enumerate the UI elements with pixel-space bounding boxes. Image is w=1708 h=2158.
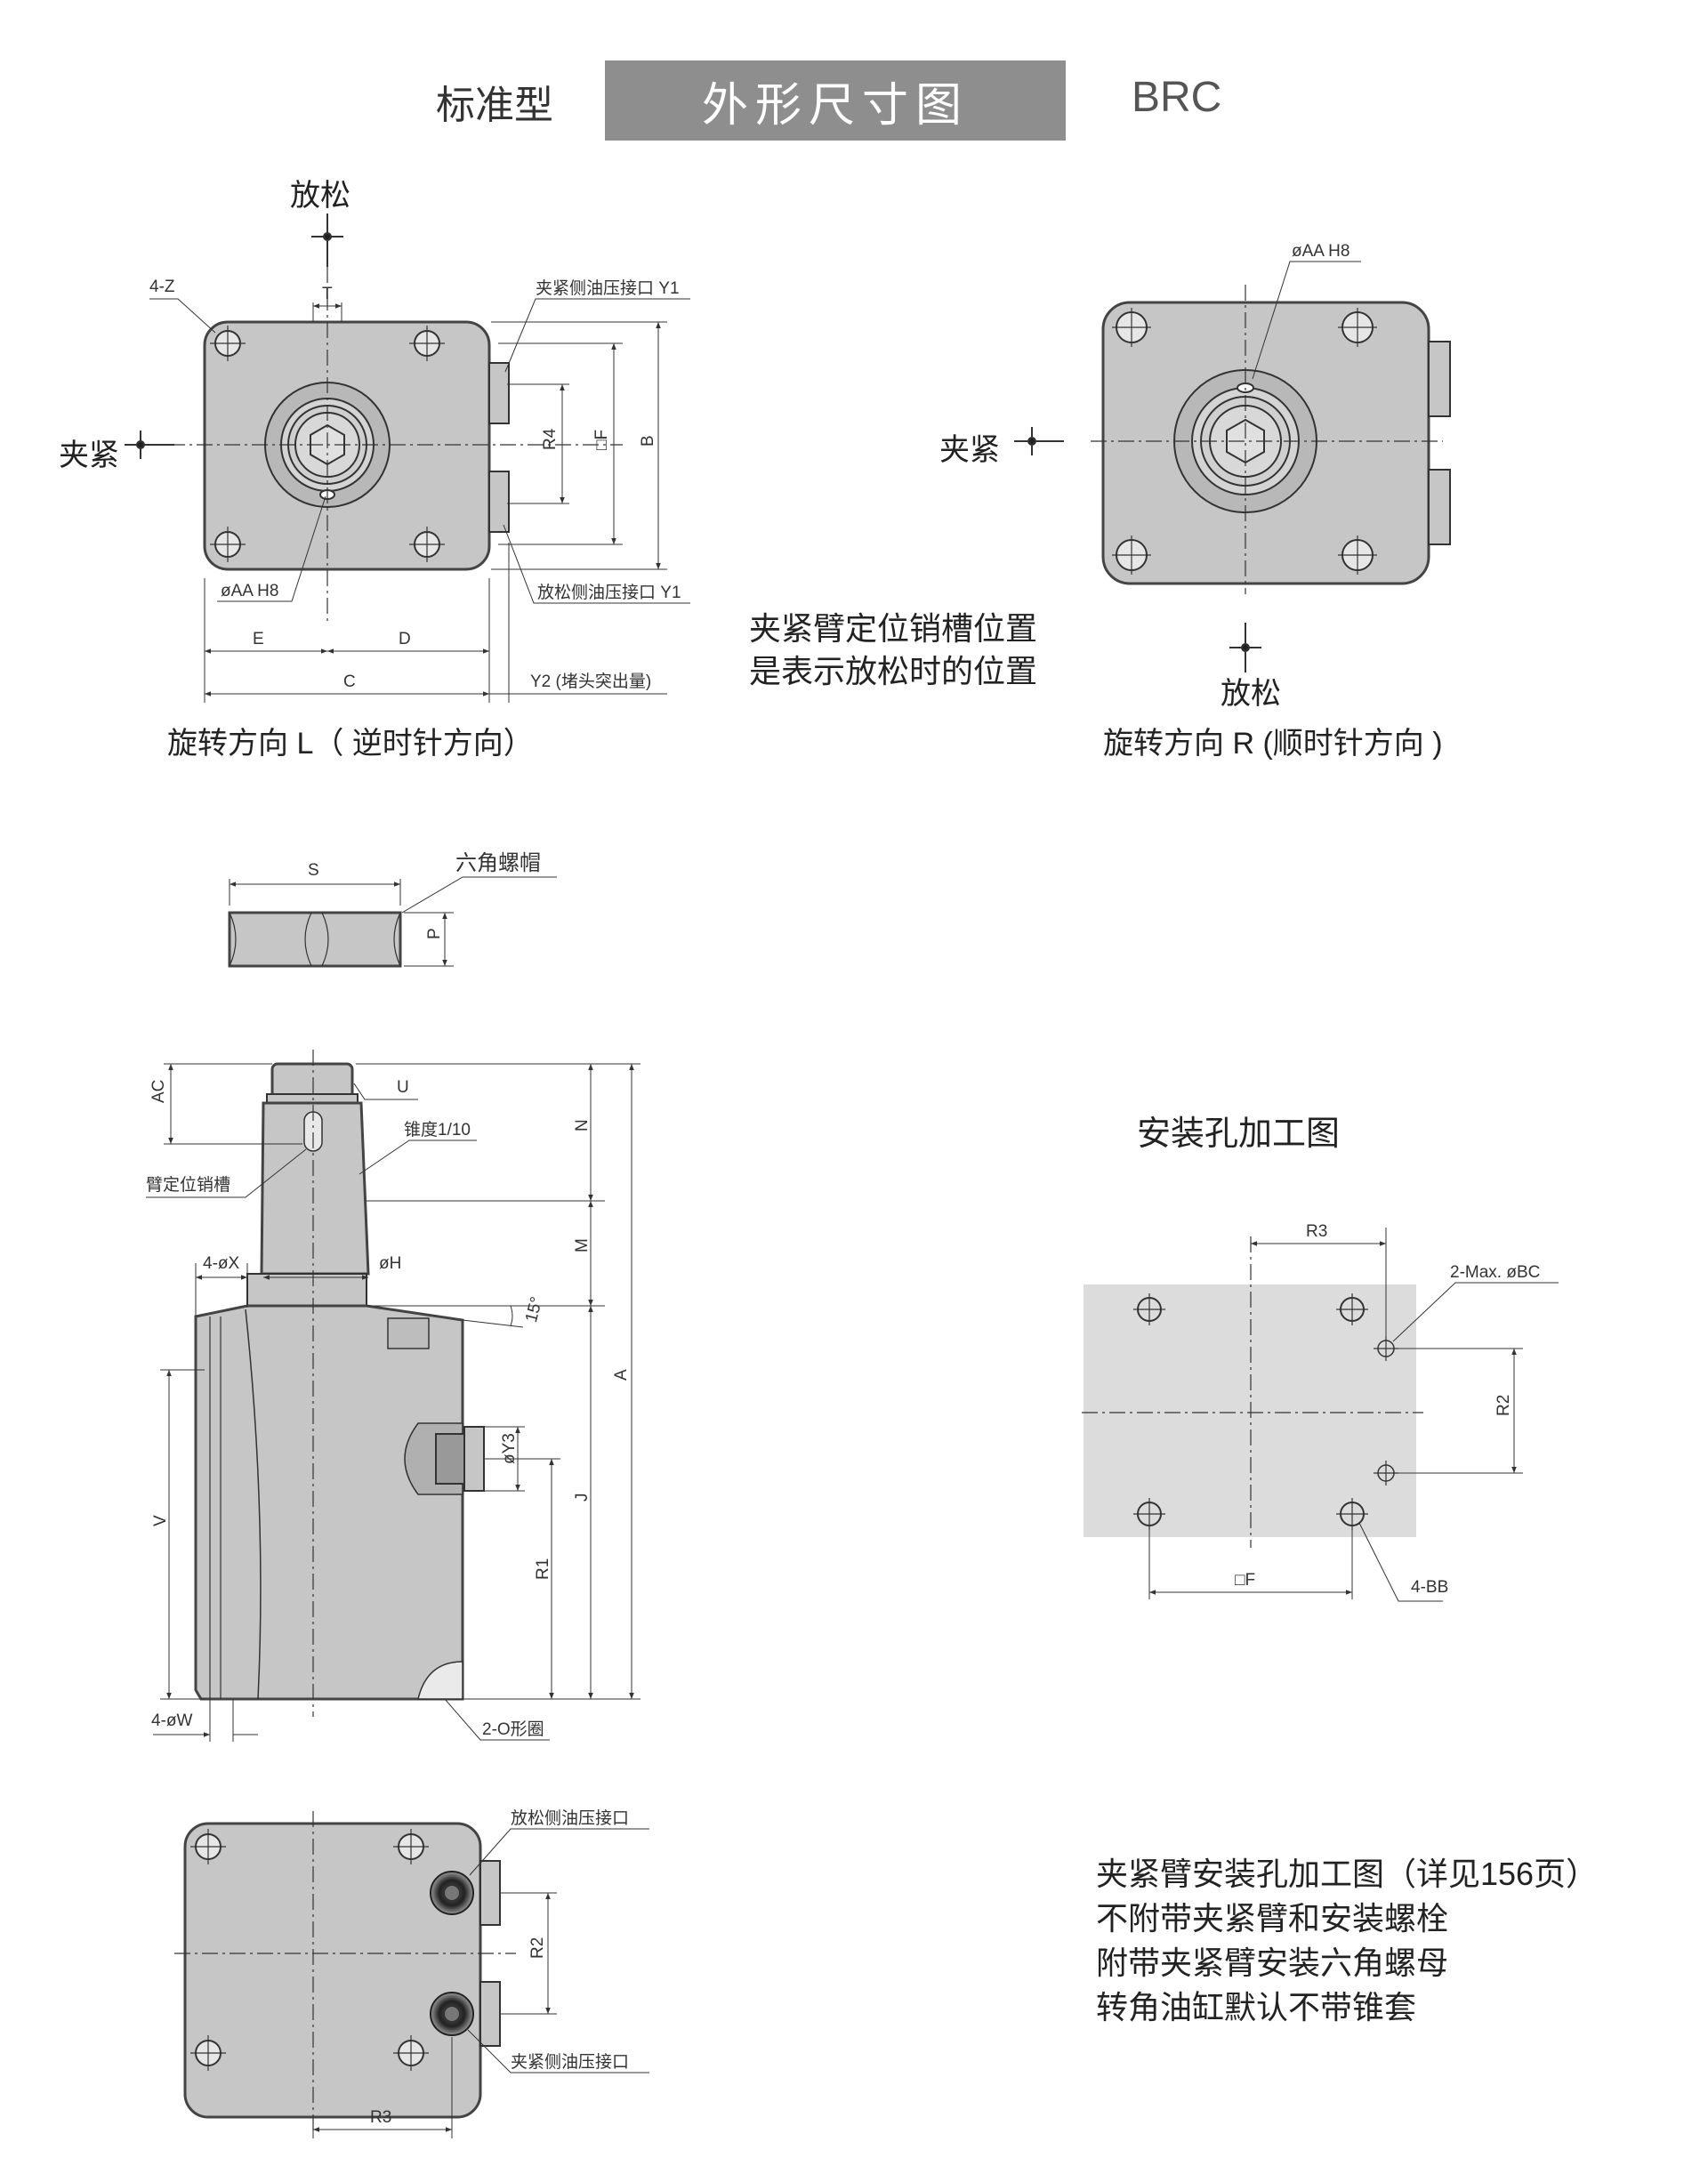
label-aa: øAA H8 [221, 582, 278, 600]
label-r4: R4 [541, 428, 560, 450]
top-left-view [125, 213, 690, 703]
label-e: E [253, 630, 264, 648]
top-right-label-aa: øAA H8 [1292, 242, 1349, 261]
side-label-j: J [573, 1494, 592, 1502]
bottom-label-r2: R2 [528, 1937, 547, 1959]
label-c: C [343, 672, 356, 691]
side-label-deg: 15° [522, 1295, 547, 1325]
side-label-x: 4-øX [203, 1254, 240, 1273]
mount-label-f: □F [1235, 1571, 1255, 1590]
side-label-ac: AC [149, 1080, 168, 1103]
side-label-a: A [612, 1369, 631, 1381]
side-label-oring: 2-O形圈 [482, 1719, 544, 1739]
nut-label: 六角螺帽 [455, 851, 541, 875]
hex-nut [228, 876, 557, 968]
top-right-release-label: 放松 [1221, 677, 1281, 711]
pin-note-line-2: 是表示放松时的位置 [749, 653, 1038, 689]
bottom-label-r3: R3 [370, 2108, 391, 2127]
label-y2: Y2 (堵头突出量) [530, 672, 651, 691]
label-t: T [322, 285, 333, 303]
top-left-clamp-label: 夹紧 [59, 439, 119, 472]
mount-label-bc: 2-Max. øBC [1450, 1263, 1540, 1282]
side-label-u: U [397, 1078, 409, 1097]
bottom-clamp-port-label: 夹紧侧油压接口 [511, 2052, 629, 2072]
label-4z: 4-Z [149, 278, 175, 296]
mount-title: 安装孔加工图 [1137, 1115, 1341, 1153]
mount-label-r2: R2 [1494, 1395, 1513, 1416]
side-view-labels: AC U 锥度1/10 臂定位销槽 N M 4-øX øH 15° A øY3 … [146, 1078, 631, 1739]
label-d: D [399, 630, 411, 648]
label-y1-release: 放松侧油压接口 Y1 [537, 583, 681, 602]
mount-label-r3: R3 [1306, 1222, 1327, 1241]
top-left-port-boss-2 [488, 471, 510, 533]
top-right-caption: 旋转方向 R (顺时针方向 ) [1103, 727, 1443, 761]
side-label-v: V [151, 1515, 170, 1526]
side-label-r1: R1 [534, 1558, 552, 1580]
side-label-n: N [573, 1119, 592, 1131]
pin-note-line-1: 夹紧臂定位销槽位置 [749, 610, 1038, 647]
top-left-port-boss-1 [488, 362, 510, 424]
header-model: BRC [1132, 74, 1222, 121]
top-left-caption: 旋转方向 L（ 逆时针方向） [167, 727, 534, 761]
side-label-y3: øY3 [500, 1433, 519, 1464]
side-label-h: øH [379, 1254, 401, 1273]
side-label-w: 4-øW [151, 1711, 193, 1730]
top-left-release-label: 放松 [290, 179, 350, 213]
label-y1-clamp: 夹紧侧油压接口 Y1 [536, 278, 680, 298]
note-line-4: 转角油缸默认不带锥套 [1096, 1989, 1417, 2025]
note-line-1: 夹紧臂安装孔加工图（详见156页） [1096, 1856, 1599, 1892]
note-line-3: 附带夹紧臂安装六角螺母 [1096, 1945, 1449, 1981]
nut-label-s: S [308, 861, 319, 880]
note-line-2: 不附带夹紧臂和安装螺栓 [1096, 1900, 1449, 1937]
header-type-label: 标准型 [436, 84, 553, 127]
label-b: B [639, 435, 657, 447]
nut-label-p: P [425, 928, 444, 939]
top-right-clamp-label: 夹紧 [939, 433, 1000, 467]
side-label-m: M [573, 1238, 592, 1252]
bottom-release-port-label: 放松侧油压接口 [511, 1808, 629, 1828]
side-body [194, 1304, 464, 1701]
bottom-view [174, 1811, 649, 2138]
header-title: 外形尺寸图 [605, 60, 1066, 141]
top-right-view [1014, 261, 1451, 672]
side-label-pin: 臂定位销槽 [146, 1175, 230, 1195]
mount-diagram [1082, 1228, 1559, 1602]
top-left-dim-labels: 4-Z T 夹紧侧油压接口 Y1 放松侧油压接口 Y1 R4 □F B øAA … [149, 278, 681, 691]
side-label-taper: 锥度1/10 [404, 1120, 471, 1139]
mount-label-bb: 4-BB [1411, 1578, 1448, 1597]
label-f: □F [592, 430, 611, 450]
mount-plate [1084, 1284, 1416, 1537]
side-view [146, 1050, 640, 1742]
